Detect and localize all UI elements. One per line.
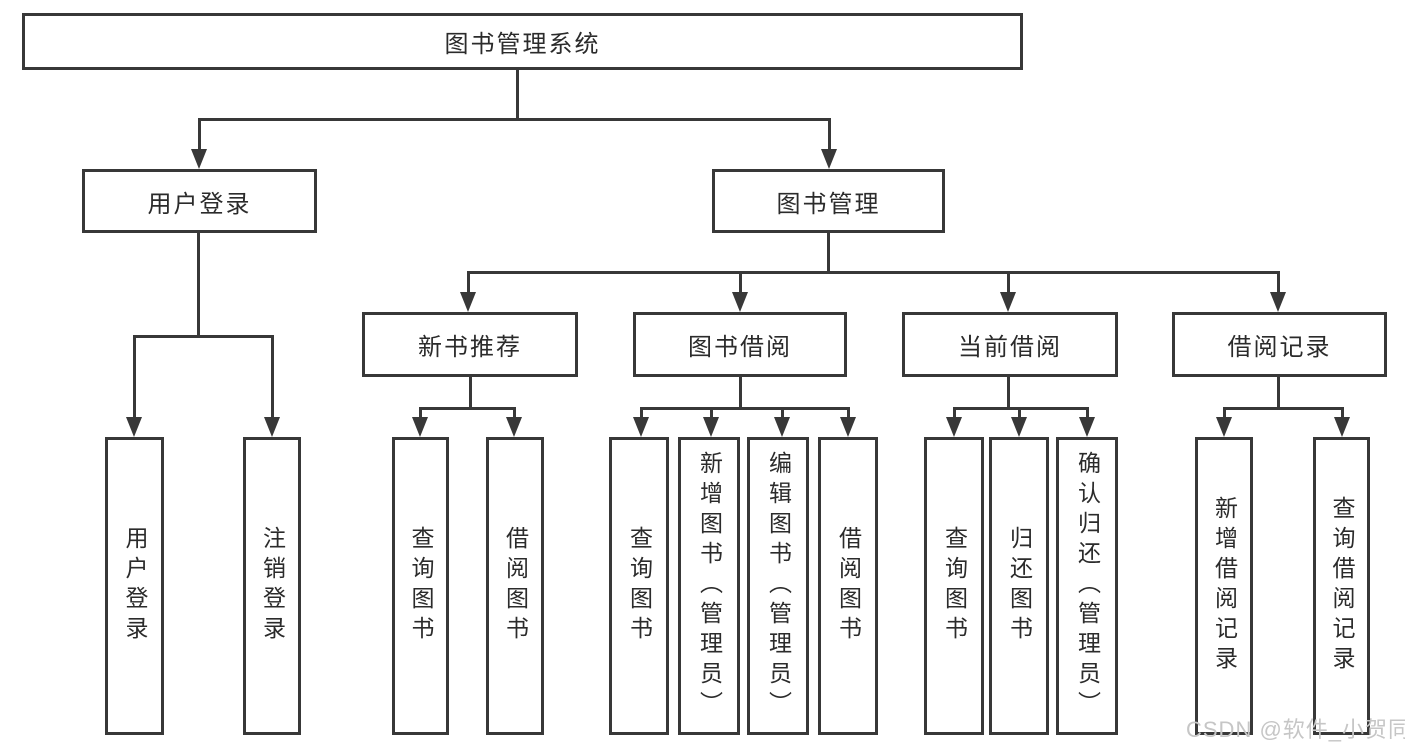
node-current-borrowing-label: 当前借阅 — [958, 334, 1062, 361]
leaf-query-books-newbooks: 查询图书 — [392, 437, 449, 735]
leaf-edit-books-admin: 编辑图书（管理员） — [747, 437, 809, 735]
leaf-logout: 注销登录 — [243, 437, 301, 735]
node-book-mgmt-label: 图书管理 — [776, 190, 881, 218]
node-book-borrowing-label: 图书借阅 — [688, 334, 792, 361]
connector-to-leaf — [1223, 407, 1226, 419]
connector-user-login-rail — [133, 335, 273, 338]
connector-book-mgmt-rail — [467, 271, 1279, 274]
arrow-down-icon — [1216, 417, 1232, 437]
leaf-borrow-books-borrowing-label: 借阅图书 — [835, 526, 862, 646]
connector-borrowing-records-stem — [1277, 377, 1280, 407]
connector-to-leaf — [513, 407, 516, 419]
connector-to-leaf — [1018, 407, 1021, 419]
node-new-books: 新书推荐 — [362, 312, 578, 377]
node-book-borrowing: 图书借阅 — [633, 312, 847, 377]
leaf-query-books-borrowing-label: 查询图书 — [626, 526, 653, 646]
connector-to-book-mgmt — [828, 118, 831, 151]
connector-to-leaf — [419, 407, 422, 419]
arrow-down-icon — [774, 417, 790, 437]
node-user-login: 用户登录 — [82, 169, 317, 233]
leaf-query-books-current-label: 查询图书 — [941, 526, 968, 646]
node-current-borrowing: 当前借阅 — [902, 312, 1118, 377]
leaf-add-books-admin-label: 新增图书（管理员） — [696, 451, 723, 721]
connector-new-books-rail — [419, 407, 515, 410]
node-borrowing-records: 借阅记录 — [1172, 312, 1387, 377]
connector-to-leaf — [1086, 407, 1089, 419]
arrow-down-icon — [1079, 417, 1095, 437]
leaf-confirm-return-admin-label: 确认归还（管理员） — [1074, 451, 1101, 721]
leaf-logout-label: 注销登录 — [259, 526, 286, 646]
arrow-down-icon — [191, 149, 207, 169]
arrow-down-icon — [1000, 292, 1016, 312]
leaf-add-borrow-record: 新增借阅记录 — [1195, 437, 1253, 735]
connector-to-leaf — [1341, 407, 1344, 419]
arrow-down-icon — [264, 417, 280, 437]
connector-to-leaf — [133, 335, 136, 418]
node-root: 图书管理系统 — [22, 13, 1023, 70]
node-book-mgmt: 图书管理 — [712, 169, 945, 233]
connector-to-leaf — [847, 407, 850, 419]
arrow-down-icon — [821, 149, 837, 169]
arrow-down-icon — [126, 417, 142, 437]
leaf-query-borrow-record-label: 查询借阅记录 — [1329, 496, 1355, 676]
arrow-down-icon — [460, 292, 476, 312]
arrow-down-icon — [1270, 292, 1286, 312]
arrow-down-icon — [506, 417, 522, 437]
connector-root-rail — [198, 118, 830, 121]
arrow-down-icon — [1334, 417, 1350, 437]
leaf-add-borrow-record-label: 新增借阅记录 — [1211, 496, 1238, 676]
connector-book-mgmt-stem — [827, 233, 830, 271]
node-user-login-label: 用户登录 — [147, 190, 252, 218]
arrow-down-icon — [840, 417, 856, 437]
connector-new-books-stem — [469, 377, 472, 407]
leaf-user-login-label: 用户登录 — [122, 526, 148, 646]
connector-to-current-borrowing — [1007, 271, 1010, 293]
node-new-books-label: 新书推荐 — [418, 334, 522, 361]
arrow-down-icon — [1011, 417, 1027, 437]
leaf-query-borrow-record: 查询借阅记录 — [1313, 437, 1370, 735]
node-root-label: 图书管理系统 — [444, 31, 601, 58]
node-borrowing-records-label: 借阅记录 — [1227, 334, 1332, 361]
connector-to-book-borrowing — [739, 271, 742, 293]
watermark: CSDN @软件_小贺同学 — [1186, 717, 1405, 742]
leaf-borrow-books-newbooks-label: 借阅图书 — [502, 526, 529, 646]
connector-book-borrowing-stem — [739, 377, 742, 407]
connector-to-leaf — [640, 407, 643, 419]
leaf-borrow-books-borrowing: 借阅图书 — [818, 437, 878, 735]
leaf-user-login: 用户登录 — [105, 437, 164, 735]
leaf-borrow-books-newbooks: 借阅图书 — [486, 437, 544, 735]
arrow-down-icon — [732, 292, 748, 312]
connector-book-borrowing-rail — [640, 407, 849, 410]
leaf-query-books-borrowing: 查询图书 — [609, 437, 669, 735]
connector-borrowing-records-rail — [1223, 407, 1343, 410]
connector-user-login-stem — [197, 233, 200, 335]
leaf-query-books-current: 查询图书 — [924, 437, 984, 735]
leaf-return-books-label: 归还图书 — [1006, 526, 1033, 646]
connector-to-leaf — [710, 407, 713, 419]
leaf-return-books: 归还图书 — [989, 437, 1049, 735]
leaf-confirm-return-admin: 确认归还（管理员） — [1056, 437, 1118, 735]
connector-root-stem — [516, 70, 519, 118]
connector-to-leaf — [271, 335, 274, 418]
leaf-query-books-newbooks-label: 查询图书 — [408, 526, 434, 646]
arrow-down-icon — [412, 417, 428, 437]
connector-to-new-books — [467, 271, 470, 293]
connector-to-leaf — [781, 407, 784, 419]
arrow-down-icon — [703, 417, 719, 437]
connector-to-borrowing-records — [1277, 271, 1280, 293]
connector-current-borrowing-stem — [1007, 377, 1010, 407]
leaf-add-books-admin: 新增图书（管理员） — [678, 437, 740, 735]
leaf-edit-books-admin-label: 编辑图书（管理员） — [765, 451, 792, 721]
arrow-down-icon — [633, 417, 649, 437]
connector-to-user-login — [198, 118, 201, 151]
arrow-down-icon — [946, 417, 962, 437]
connector-to-leaf — [953, 407, 956, 419]
